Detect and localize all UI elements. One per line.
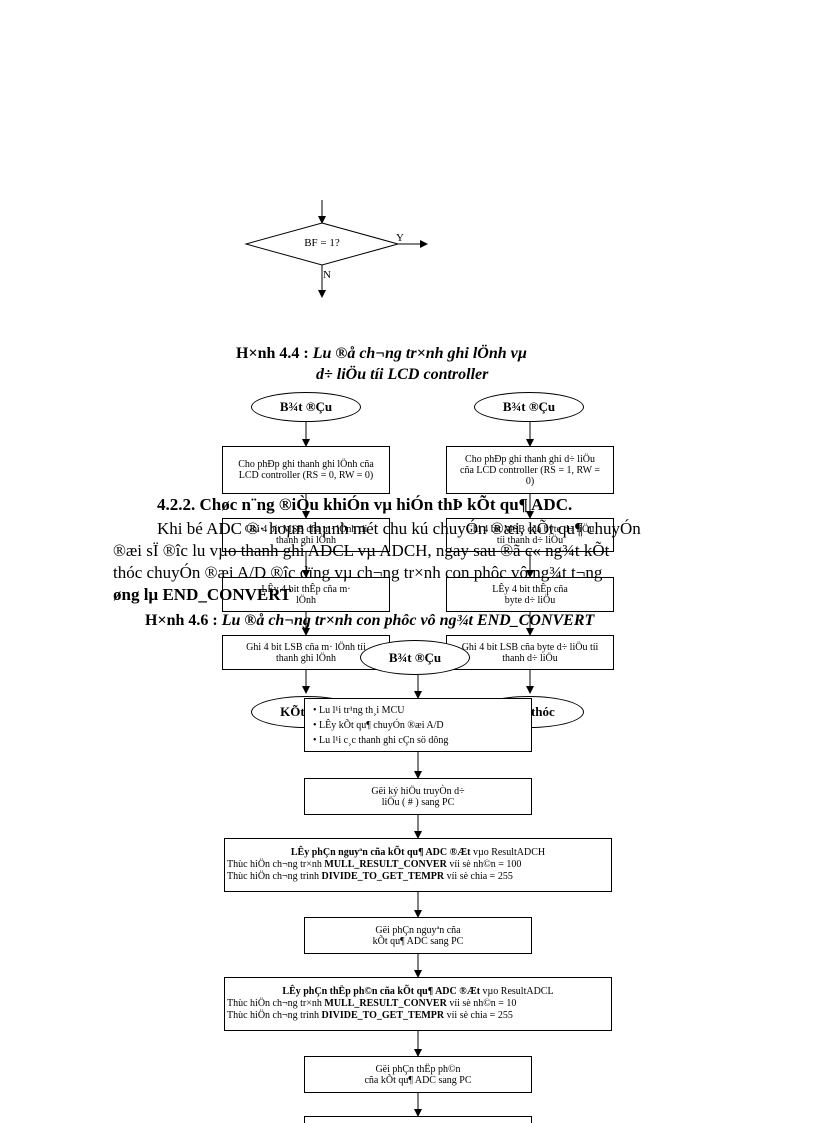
left-start-terminal: B¾t ®Çu [251, 392, 361, 422]
right-start-terminal: B¾t ®Çu [474, 392, 584, 422]
decision-no-label: N [323, 269, 331, 281]
isr-bullet-2: • LÊy kÕt qu¶ chuyÓn ®æi A/D [313, 719, 444, 731]
figure-4-6-title: Lu ®å ch¬ng tr×nh con phôc vô ng¾t END_C… [221, 612, 595, 629]
left-step-1-box: Cho phÐp ghi thanh ghi lÖnh cña LCD cont… [222, 446, 390, 494]
isr-save-state-box: • Lu l¹i tr¹ng th¸i MCU • LÊy kÕt qu¶ ch… [304, 698, 532, 752]
figure-4-6-caption: H×nh 4.6 : Lu ®å ch¬ng tr×nh con phôc vô… [145, 612, 594, 630]
figure-4-4-title-line1: Lu ®å ch¬ng tr×nh ghi lÖnh vµ [312, 345, 527, 362]
right-step-3-box: LÊy 4 bit thÊp cña byte d÷ liÖu [446, 577, 614, 612]
isr-integer-part-box: LÊy phÇn nguyªn cña kÕt qu¶ ADC ®Æt vµo … [224, 838, 612, 892]
figure-4-4-title-line2: d÷ liÖu tíi LCD controller [316, 366, 489, 383]
figure-4-6-sep: : [208, 612, 222, 629]
figure-4-6-label: H×nh 4.6 [145, 612, 209, 629]
decision-label: BF = 1? [304, 237, 340, 249]
right-step-4-box: Ghi 4 bit LSB cña byte d÷ liÖu tíi thanh… [446, 635, 614, 670]
right-step-2-box: Ghi 4 bit MSB cña byte d÷ liÖu tíi thanh… [446, 518, 614, 552]
isr-fraction-part-box: LÊy phÇn thËp ph©n cña kÕt qu¶ ADC ®Æt v… [224, 977, 612, 1031]
isr-send-hash-box: Gëi ký hiÖu truyÒn d÷ liÖu ( # ) sang PC [304, 778, 532, 815]
isr-bullet-1: • Lu l¹i tr¹ng th¸i MCU [313, 704, 405, 716]
body-line-2: ®æi sÏ ®­îc lu vµo thanh ghi ADCL vµ ADC… [113, 541, 610, 560]
body-line-3: thóc chuyÓn ®æi A/D ®­îc dïng vµ ch¬ng t… [113, 563, 603, 582]
right-step-1-box: Cho phÐp ghi thanh ghi d÷ liÖu cña LCD c… [446, 446, 614, 494]
isr-send-integer-box: Gëi phÇn nguyªn cña kÕt qu¶ ADC sang PC [304, 917, 532, 954]
figure-4-4-caption: H×nh 4.4 : Lu ®å ch¬ng tr×nh ghi lÖnh vµ [236, 345, 527, 363]
body-line-1: Khi bé ADC ®· hoµn thµnh mét chu kú chuy… [157, 519, 641, 538]
section-heading: 4.2.2. Chøc n¨ng ®iÒu khiÓn vµ hiÓn thÞ … [157, 495, 573, 514]
isr-send-fraction-box: Gëi phÇn thËp ph©n cña kÕt qu¶ ADC sang … [304, 1056, 532, 1093]
figure-4-4-caption-line2: d÷ liÖu tíi LCD controller [316, 366, 488, 384]
left-step-2-box: Ghi 4 bit MSB cña m· lÖnh tíi thanh ghi … [222, 518, 390, 552]
left-step-3-box: LÊy 4 bit thÊp cña m· lÖnh [222, 577, 390, 612]
isr-start-terminal: B¾t ®Çu [360, 640, 470, 675]
figure-4-4-sep: : [299, 345, 313, 362]
isr-bullet-3: • Lu l¹i c¸c thanh ghi cÇn sö dông [313, 734, 449, 746]
isr-next-box-partial [304, 1116, 532, 1123]
body-line-4: øng lµ END_CONVERT [113, 585, 292, 604]
decision-yes-label: Y [396, 232, 404, 244]
figure-4-4-label: H×nh 4.4 [236, 345, 300, 362]
